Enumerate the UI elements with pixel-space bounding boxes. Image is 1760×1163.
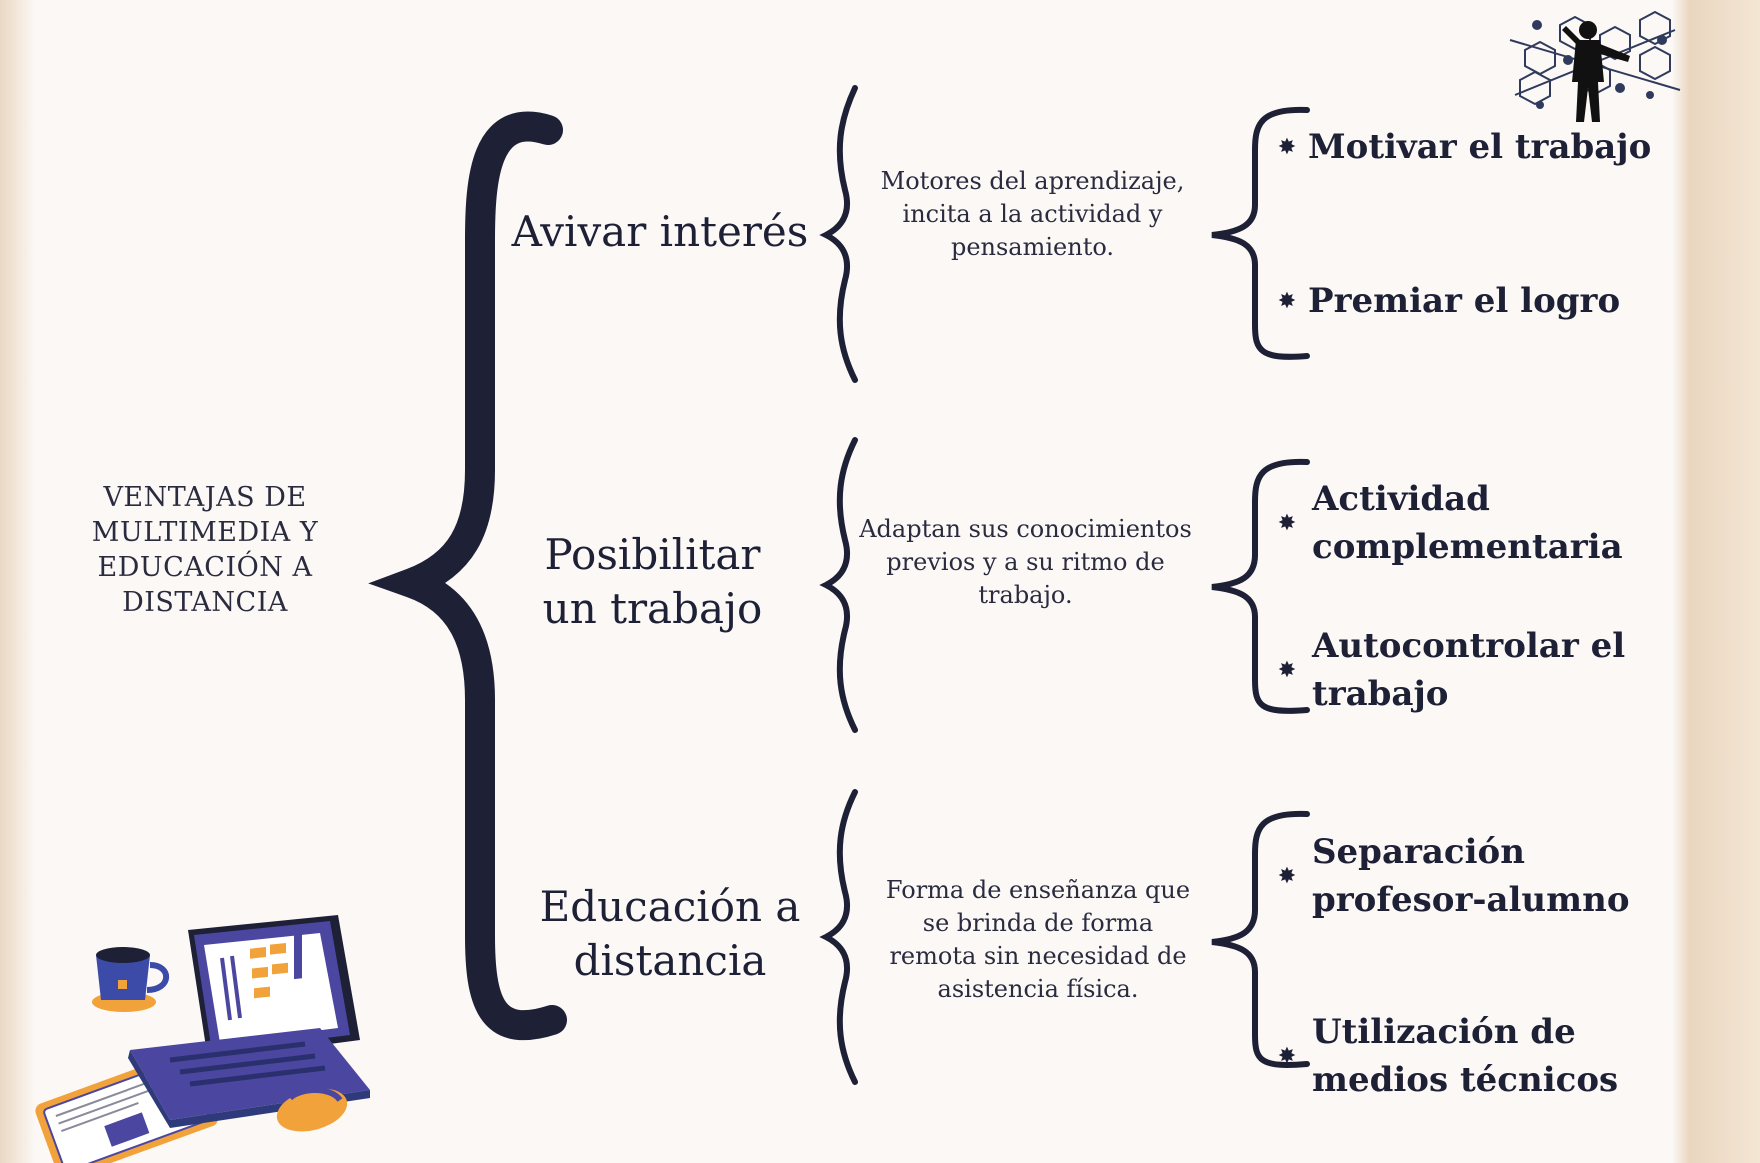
brace-items-2 <box>1211 458 1310 714</box>
branch-label-3: Educación a distancia <box>539 882 801 985</box>
bullet-icon: ✸ <box>1277 1043 1297 1069</box>
item-3-2: ✸ Utilización de medios técnicos <box>1274 1008 1654 1104</box>
bullet-icon: ✸ <box>1277 288 1297 314</box>
brace-items-3 <box>1211 810 1310 1068</box>
item-label: Autocontrolar el trabajo <box>1312 626 1626 714</box>
item-label: Motivar el trabajo <box>1308 127 1652 167</box>
branch-label-2: Posibilitar un trabajo <box>542 530 763 633</box>
brace-branch-2 <box>819 437 858 733</box>
network-person-illustration <box>1509 10 1681 122</box>
item-2-1: ✸ Actividad complementaria <box>1274 475 1654 571</box>
brace-branch-3 <box>819 789 858 1085</box>
item-label: Actividad complementaria <box>1312 479 1623 567</box>
item-1-1: ✸ Motivar el trabajo <box>1274 123 1654 171</box>
main-brace <box>368 111 567 1040</box>
bullet-icon: ✸ <box>1277 510 1297 536</box>
branch-label-1: Avivar interés <box>511 207 809 256</box>
branch-description-3: Forma de enseñanza que se brinda de form… <box>885 876 1191 1003</box>
branch-description-2: Adaptan sus conocimientos previos y a su… <box>859 515 1192 609</box>
item-1-2: ✸ Premiar el logro <box>1274 277 1654 325</box>
item-3-1: ✸ Separación profesor-alumno <box>1274 828 1654 924</box>
diagram-title: VENTAJAS DE MULTIMEDIA Y EDUCACIÓN A DIS… <box>91 482 319 618</box>
bullet-icon: ✸ <box>1277 657 1297 683</box>
brace-branch-1 <box>819 85 858 383</box>
item-2-2: ✸ Autocontrolar el trabajo <box>1274 622 1654 718</box>
right-braces <box>1211 106 1310 1068</box>
item-label: Premiar el logro <box>1308 281 1621 321</box>
bullet-icon: ✸ <box>1277 134 1297 160</box>
middle-braces <box>819 85 858 1085</box>
branch-description-1: Motores del aprendizaje, incita a la act… <box>880 167 1185 261</box>
item-label: Separación profesor-alumno <box>1312 832 1630 920</box>
item-label: Utilización de medios técnicos <box>1312 1012 1619 1100</box>
brace-items-1 <box>1211 106 1310 360</box>
laptop-illustration <box>35 915 370 1163</box>
bullet-icon: ✸ <box>1277 863 1297 889</box>
